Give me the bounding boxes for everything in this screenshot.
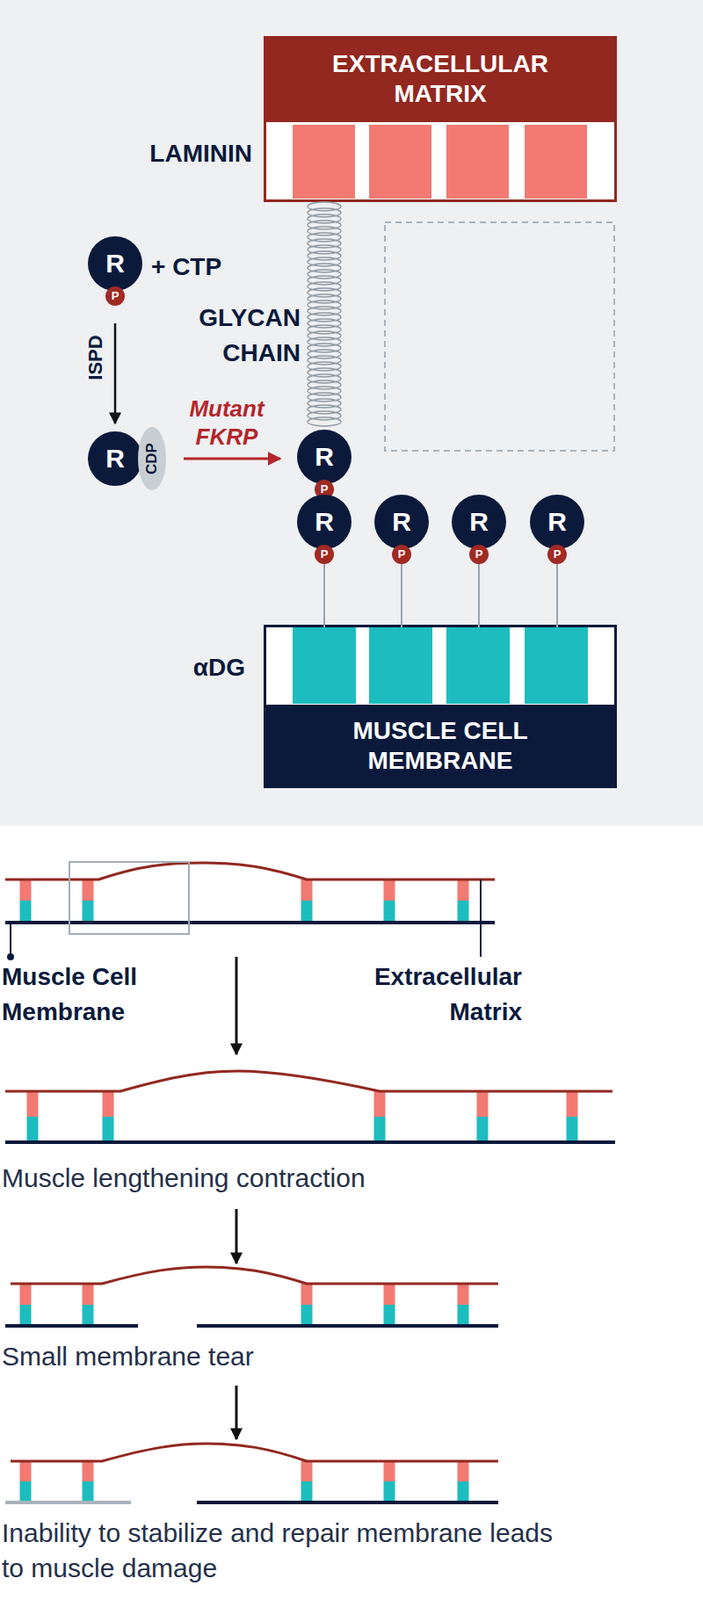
- transfer-arrow: [183, 457, 281, 461]
- ribitol-circle: [297, 494, 352, 550]
- matrix-line: [5, 1071, 613, 1092]
- linker-adg: [20, 1481, 470, 1503]
- phosphate-circle: [105, 286, 125, 306]
- phosphate-letter: P: [391, 544, 412, 565]
- reagent-label: + CTP: [151, 252, 248, 283]
- linker-adg: [27, 1116, 579, 1143]
- ribitol-letter: R: [87, 442, 143, 475]
- linker-line: [478, 564, 480, 628]
- phosphate-circle: [547, 544, 567, 565]
- ribitol-phosphate: RP: [529, 494, 585, 565]
- cdp-text: CDP: [142, 430, 162, 487]
- damaged-membrane-line: [5, 1500, 131, 1505]
- enzyme-label: Mutant FKRP: [169, 394, 284, 451]
- ribitol-phosphate: RP: [451, 494, 507, 565]
- linker-adg: [20, 900, 470, 923]
- adg-block: [524, 627, 588, 704]
- phosphate-letter: P: [314, 544, 334, 565]
- step-caption: Muscle lengthening contraction: [1, 1162, 617, 1195]
- extracellular-matrix-box: EXTRACELLULAR MATRIX LAMININ: [263, 36, 617, 203]
- membrane-line: [196, 1500, 499, 1505]
- linker-line: [400, 564, 403, 628]
- leader-line: [9, 922, 12, 957]
- ribitol-phosphate: RP: [297, 494, 352, 565]
- ribitol-circle: [297, 429, 352, 485]
- dashed-box: [384, 222, 615, 451]
- band-label: LAMININ: [116, 139, 253, 168]
- phosphate-letter: P: [469, 544, 489, 565]
- phosphate-circle: [469, 544, 489, 565]
- leader-dot: [7, 953, 15, 961]
- leader-line: [479, 879, 482, 957]
- membrane-line: [196, 1324, 499, 1328]
- adg-block: [446, 627, 510, 704]
- ribitol-phosphate: RP: [87, 236, 143, 306]
- muscle-membrane-box: MUSCLE CELL MEMBRANE αDG: [263, 624, 617, 789]
- linker-laminin: [20, 1283, 470, 1305]
- ribitol-letter: R: [297, 506, 352, 538]
- matrix-line: [10, 1443, 499, 1462]
- ribitol-letter: R: [87, 247, 143, 280]
- phosphate-circle: [391, 544, 412, 565]
- linker-laminin: [27, 1091, 579, 1117]
- part-label: Extracellular Matrix: [328, 959, 522, 1030]
- phosphate-letter: P: [105, 286, 125, 306]
- ribitol-letter: R: [297, 441, 352, 473]
- membrane-line: [5, 1140, 616, 1145]
- matrix-line: [10, 1267, 499, 1284]
- box-title: EXTRACELLULAR MATRIX: [308, 49, 573, 109]
- ribitol-phosphate: RP: [374, 494, 429, 565]
- zoom-box: [69, 862, 189, 935]
- ribitol-letter: R: [451, 506, 507, 538]
- enzyme-label: ISPD: [84, 322, 108, 393]
- step-caption: Inability to stabilize and repair membra…: [1, 1515, 582, 1587]
- laminin-block: [524, 124, 588, 199]
- enzyme-arrow: [114, 323, 117, 424]
- linker-laminin: [20, 879, 470, 901]
- linker-line: [556, 564, 559, 628]
- membrane-line: [5, 920, 495, 925]
- ribitol-circle: [87, 431, 143, 486]
- phosphate-letter: P: [547, 544, 567, 565]
- matrix-line: [5, 862, 495, 880]
- adg-block: [292, 627, 356, 704]
- step-arrow: [235, 1385, 239, 1440]
- step-caption: Small membrane tear: [1, 1340, 617, 1373]
- cdp-oval: [137, 427, 167, 491]
- step-arrow: [235, 1209, 239, 1264]
- linker-laminin: [20, 1461, 470, 1482]
- laminin-band: LAMININ: [266, 122, 615, 200]
- ribitol-letter: R: [374, 506, 429, 538]
- ribitol-letter: R: [529, 506, 585, 538]
- adg-band: αDG: [266, 627, 615, 705]
- step-arrow: [235, 956, 239, 1055]
- linker-line: [323, 564, 326, 628]
- ribitol-circle: [529, 494, 585, 550]
- membrane-line: [5, 1324, 138, 1328]
- laminin-block: [446, 124, 509, 199]
- cdp-ribitol: RCDP: [87, 427, 167, 491]
- laminin-block: [369, 124, 432, 199]
- laminin-block: [292, 124, 356, 199]
- ribitol-circle: [374, 494, 429, 550]
- part-label: GLYCAN CHAIN: [151, 300, 301, 371]
- ribitol-phosphate: RP: [297, 429, 352, 500]
- ribitol-circle: [87, 236, 143, 291]
- linker-adg: [20, 1304, 470, 1327]
- glycan-coil: [307, 202, 341, 427]
- part-label: Muscle Cell Membrane: [1, 959, 178, 1030]
- box-title: MUSCLE CELL MEMBRANE: [326, 716, 555, 776]
- phosphate-circle: [314, 544, 334, 565]
- band-label: αDG: [178, 653, 246, 682]
- ribitol-circle: [451, 494, 507, 550]
- adg-block: [369, 627, 433, 704]
